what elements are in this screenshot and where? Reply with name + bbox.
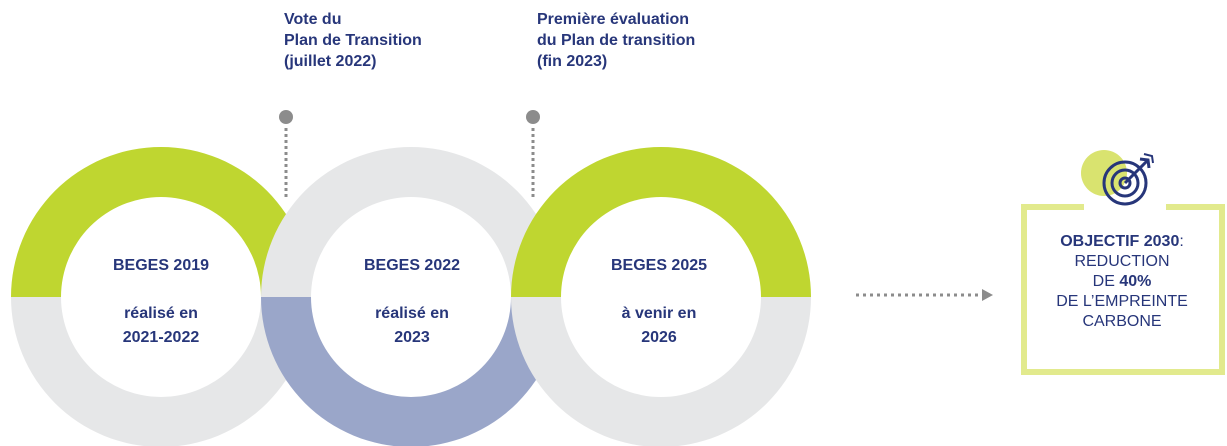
dotted-arrow-icon: [856, 289, 993, 301]
circle-subtitle: à venir en 2026: [621, 305, 697, 346]
milestone-label-vote: Vote du Plan de Transition (juillet 2022…: [284, 11, 422, 70]
milestone-marker-1: [279, 110, 293, 200]
circle-label-beges-2019: BEGES 2019 réalisé en 2021-2022: [81, 256, 241, 350]
ring-beges-2019: [11, 147, 311, 446]
milestone-label-evaluation: Première évaluation du Plan de transitio…: [537, 11, 696, 70]
circle-label-beges-2022: BEGES 2022 réalisé en 2023: [332, 256, 492, 350]
milestone-marker-2: [526, 110, 540, 200]
ring-beges-2022: [261, 147, 561, 446]
circle-title: BEGES 2019: [112, 257, 210, 274]
circle-title: BEGES 2022: [363, 257, 461, 274]
objective-frame: [1021, 204, 1225, 375]
objective-text: OBJECTIF 2030: REDUCTION DE 40% DE L’EMP…: [1022, 232, 1222, 332]
circle-subtitle: réalisé en 2021-2022: [122, 305, 200, 346]
objective-value-line: DE 40%: [1092, 273, 1152, 290]
ring-beges-2025: [511, 147, 811, 446]
circle-label-beges-2025: BEGES 2025 à venir en 2026: [579, 256, 739, 350]
target-arrow-icon: [1081, 150, 1154, 206]
objective-heading: OBJECTIF 2030:: [1060, 233, 1184, 250]
circle-title: BEGES 2025: [610, 257, 708, 274]
circle-subtitle: réalisé en 2023: [375, 305, 449, 346]
